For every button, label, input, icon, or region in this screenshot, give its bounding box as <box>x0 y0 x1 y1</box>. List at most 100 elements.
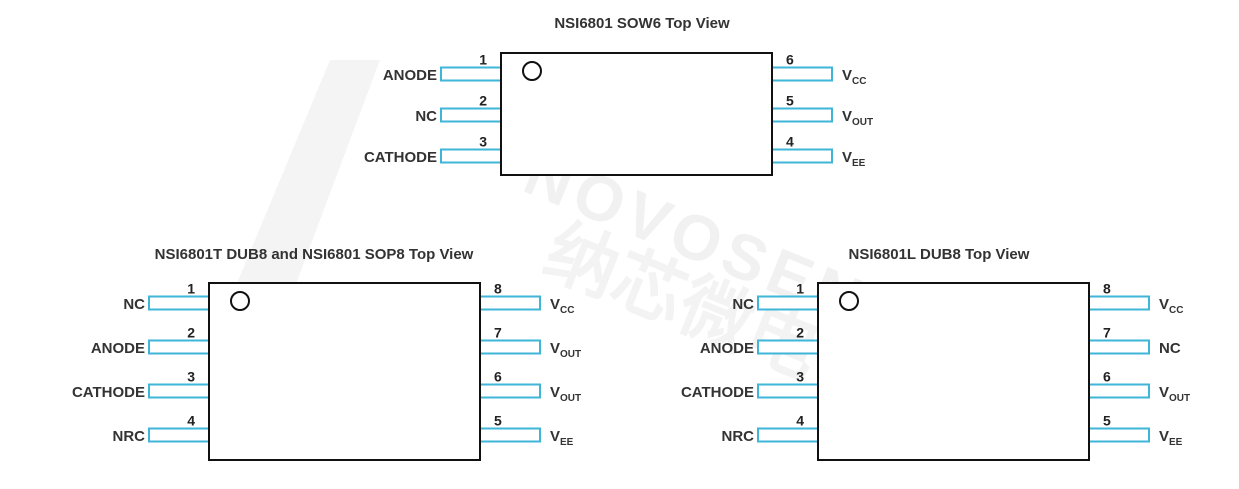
pin-label-main: V <box>1159 296 1169 313</box>
pin-label: VEE <box>1159 428 1183 448</box>
pin-number: 5 <box>494 413 502 429</box>
pin-label-main: CATHODE <box>681 384 754 401</box>
pin-label: ANODE <box>383 67 437 84</box>
pin-label-subscript: OUT <box>852 117 873 128</box>
pin-number: 4 <box>796 413 804 429</box>
pin-label-main: ANODE <box>383 67 437 84</box>
pin-label-main: V <box>550 384 560 401</box>
pin-lead <box>1088 339 1150 355</box>
package-body <box>208 282 481 461</box>
pin-label-subscript: CC <box>852 76 866 87</box>
pin-lead <box>440 66 502 82</box>
pin-label: CATHODE <box>72 384 145 401</box>
pin-label: VEE <box>842 149 866 169</box>
package-title: NSI6801T DUB8 and NSI6801 SOP8 Top View <box>155 246 474 263</box>
pin-number: 8 <box>1103 281 1111 297</box>
pin-label: VCC <box>550 296 574 316</box>
pin-label-main: ANODE <box>700 340 754 357</box>
pin-label-subscript: OUT <box>1169 393 1190 404</box>
pin-number: 6 <box>786 52 794 68</box>
pin-label-subscript: EE <box>1169 437 1183 448</box>
pin-number: 3 <box>187 369 195 385</box>
pin-number: 2 <box>479 93 487 109</box>
pin-lead <box>479 339 541 355</box>
pin-number: 3 <box>479 134 487 150</box>
pin-label-subscript: CC <box>1169 305 1183 316</box>
package-title: NSI6801 SOW6 Top View <box>554 15 730 32</box>
pin-label-subscript: EE <box>852 158 866 169</box>
pin-lead <box>757 339 819 355</box>
pin-label-main: V <box>550 340 560 357</box>
pin-label: VOUT <box>1159 384 1190 404</box>
pin-number: 5 <box>1103 413 1111 429</box>
pin-label-main: ANODE <box>91 340 145 357</box>
pin-label: ANODE <box>91 340 145 357</box>
pin-label: VCC <box>1159 296 1183 316</box>
pin-number: 6 <box>494 369 502 385</box>
pin-lead <box>440 107 502 123</box>
pin-number: 2 <box>187 325 195 341</box>
pin-lead <box>757 295 819 311</box>
pin-label-main: V <box>842 149 852 166</box>
pin-lead <box>479 427 541 443</box>
pin-label: NRC <box>722 428 755 445</box>
pin-label: CATHODE <box>681 384 754 401</box>
pin-label-main: NC <box>1159 340 1181 357</box>
pin-lead <box>148 427 210 443</box>
pin-number: 7 <box>494 325 502 341</box>
pin-lead <box>757 383 819 399</box>
pin-label-main: V <box>550 428 560 445</box>
pin-label: NC <box>123 296 145 313</box>
package-title: NSI6801L DUB8 Top View <box>849 246 1030 263</box>
packages: NSI6801 SOW6 Top View1ANODE2NC3CATHODE6V… <box>72 15 1190 461</box>
package-3: NSI6801L DUB8 Top View1NC2ANODE3CATHODE4… <box>681 246 1190 461</box>
pin-label-main: NRC <box>722 428 755 445</box>
pin-number: 8 <box>494 281 502 297</box>
pin-label: NRC <box>113 428 146 445</box>
pin-label-main: V <box>842 67 852 84</box>
pin-number: 1 <box>187 281 195 297</box>
pin-label-main: NC <box>415 108 437 125</box>
pin-label: CATHODE <box>364 149 437 166</box>
pin-label-main: V <box>550 296 560 313</box>
pin-label: NC <box>732 296 754 313</box>
pin-label: NC <box>415 108 437 125</box>
pin-label-main: V <box>842 108 852 125</box>
pin-label-subscript: OUT <box>560 349 581 360</box>
pin-lead <box>771 148 833 164</box>
pin-lead <box>1088 383 1150 399</box>
pin-number: 6 <box>1103 369 1111 385</box>
pin-lead <box>771 66 833 82</box>
pin-label: NC <box>1159 340 1181 357</box>
package-2: NSI6801T DUB8 and NSI6801 SOP8 Top View 1… <box>72 246 581 461</box>
pin-lead <box>1088 295 1150 311</box>
pin-lead <box>148 295 210 311</box>
pin-label-main: V <box>1159 384 1169 401</box>
pin-label-main: CATHODE <box>364 149 437 166</box>
pin-label: VOUT <box>842 108 873 128</box>
pin-label-subscript: EE <box>560 437 574 448</box>
pin1-indicator <box>522 61 542 81</box>
pin-label-main: V <box>1159 428 1169 445</box>
package-body <box>500 52 773 176</box>
pin1-indicator <box>839 291 859 311</box>
pin-label: VOUT <box>550 340 581 360</box>
pin-lead <box>148 383 210 399</box>
pin-lead <box>1088 427 1150 443</box>
pin-lead <box>479 383 541 399</box>
package-body <box>817 282 1090 461</box>
pin-label-subscript: CC <box>560 305 574 316</box>
pin-label-main: NC <box>732 296 754 313</box>
pin-lead <box>440 148 502 164</box>
pin-label: ANODE <box>700 340 754 357</box>
pin-number: 1 <box>796 281 804 297</box>
pin1-indicator <box>230 291 250 311</box>
pin-number: 4 <box>786 134 794 150</box>
pin-number: 1 <box>479 52 487 68</box>
pin-label-main: NRC <box>113 428 146 445</box>
pin-label: VCC <box>842 67 866 87</box>
pin-number: 5 <box>786 93 794 109</box>
pin-label-main: NC <box>123 296 145 313</box>
pin-number: 2 <box>796 325 804 341</box>
